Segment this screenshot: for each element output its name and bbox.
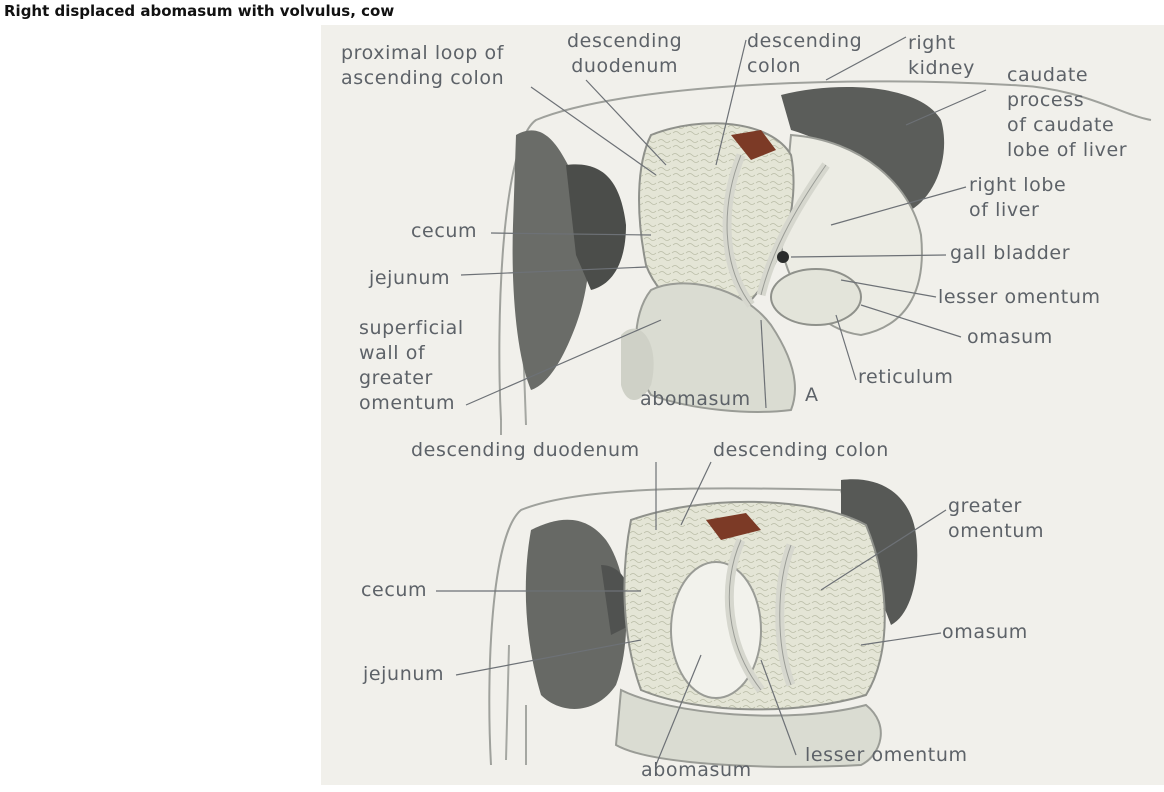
cow-body-outline-b	[488, 487, 857, 766]
label-greater-omentum: greater omentum	[948, 495, 1045, 542]
label-descending-duodenum-a: descending duodenum	[567, 30, 683, 77]
leader-lines	[436, 36, 987, 766]
label-descending-colon-b: descending colon	[713, 439, 889, 461]
view-b-drawing	[488, 479, 918, 768]
label-descending-duodenum-b: descending duodenum	[411, 439, 640, 461]
label-abomasum-b: abomasum	[641, 759, 752, 781]
label-cecum-a: cecum	[411, 220, 478, 242]
label-caudate-process: caudate process of caudate lobe of liver	[1007, 64, 1128, 161]
illustration-drawing	[436, 36, 1152, 768]
abomasum-disc	[670, 561, 762, 699]
label-jejunum-a: jejunum	[369, 267, 451, 289]
right-kidney-shape	[781, 87, 945, 210]
label-lesser-omentum-a: lesser omentum	[938, 286, 1101, 308]
anatomical-illustration: proximal loop of ascending colon descend…	[321, 25, 1164, 785]
label-reticulum: reticulum	[858, 366, 954, 388]
label-descending-colon-a: descending colon	[747, 30, 863, 77]
label-right-kidney: right kidney	[908, 32, 975, 79]
label-lesser-omentum-b: lesser omentum	[805, 744, 968, 766]
label-omasum-a: omasum	[967, 326, 1053, 348]
label-superficial-wall-greater-omentum: superficial wall of greater omentum	[359, 317, 464, 414]
label-omasum-b: omasum	[942, 621, 1028, 643]
label-proximal-loop-ascending-colon: proximal loop of ascending colon	[341, 42, 505, 89]
label-right-lobe-of-liver: right lobe of liver	[969, 174, 1067, 221]
omasum-shape-a	[770, 268, 862, 326]
cow-body-outline-a	[498, 80, 1152, 421]
label-gall-bladder: gall bladder	[950, 242, 1071, 264]
label-jejunum-b: jejunum	[363, 663, 445, 685]
label-abomasum-a: abomasum	[640, 388, 751, 410]
view-a-marker: A	[805, 384, 819, 406]
view-a-drawing	[498, 80, 1152, 435]
rump-muscle-b	[525, 519, 627, 709]
label-cecum-b: cecum	[361, 579, 428, 601]
page-title: Right displaced abomasum with volvulus, …	[4, 2, 395, 20]
